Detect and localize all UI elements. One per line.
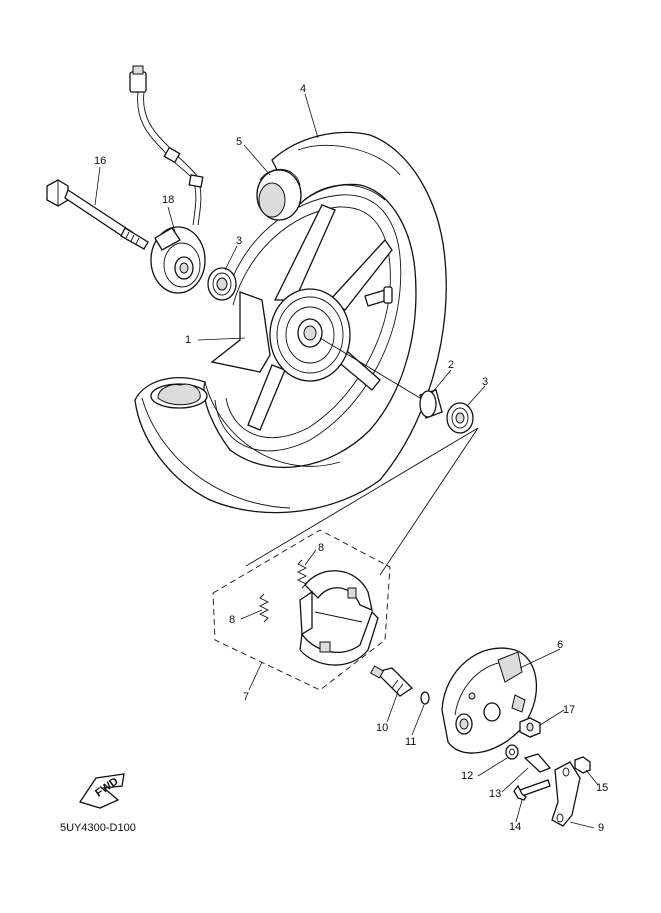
callout-7: 7 [243, 691, 249, 703]
washer-12 [505, 744, 519, 760]
brake-shoe-group-outline [212, 529, 391, 691]
callout-2: 2 [448, 359, 454, 371]
callout-8-upper: 8 [318, 542, 324, 554]
projection-line [245, 427, 479, 567]
diagram-code: 5UY4300-D100 [60, 822, 136, 834]
brake-camshaft [369, 665, 414, 697]
spacer-collar [419, 389, 443, 419]
brake-shoe-plate [441, 647, 538, 754]
tire [134, 131, 447, 514]
callout-3-right: 3 [482, 376, 488, 388]
rim [210, 194, 402, 452]
callout-1: 1 [185, 334, 191, 346]
nut-15 [574, 756, 591, 774]
speedometer-gear-unit [129, 65, 206, 294]
callout-9: 9 [598, 822, 604, 834]
callout-14: 14 [509, 821, 521, 833]
brake-shoes [299, 570, 379, 666]
callout-18: 18 [162, 194, 174, 206]
camshaft-lever-9 [551, 761, 581, 827]
return-spring-lower [258, 593, 270, 623]
bearing-left [207, 267, 237, 301]
callout-3-left: 3 [236, 235, 242, 247]
bearing-right [446, 402, 474, 434]
callout-numbers: 4 5 16 18 3 1 2 3 8 8 6 7 10 11 17 12 13… [94, 83, 608, 834]
axle-bolt [46, 179, 149, 250]
forward-arrow-icon: FWD [78, 773, 125, 809]
inner-tube [256, 168, 302, 221]
leader-lines [94, 93, 599, 829]
callout-17: 17 [563, 704, 575, 716]
valve-stem [364, 286, 393, 307]
callout-16: 16 [94, 155, 106, 167]
callout-11: 11 [405, 736, 416, 748]
indicator-plate-13 [523, 753, 552, 773]
axle-centerline [319, 337, 421, 399]
callout-10: 10 [376, 722, 388, 734]
callout-15: 15 [596, 782, 608, 794]
callout-5: 5 [236, 136, 242, 148]
callout-8-lower: 8 [229, 614, 235, 626]
projection-line [379, 427, 479, 576]
callout-13: 13 [489, 788, 501, 800]
callout-12: 12 [461, 770, 473, 782]
bolt-14 [513, 779, 551, 801]
wear-indicator-nut [519, 717, 541, 738]
o-ring [420, 691, 430, 705]
return-spring-upper [296, 559, 308, 589]
callout-6: 6 [557, 639, 563, 651]
callout-4: 4 [300, 83, 306, 95]
